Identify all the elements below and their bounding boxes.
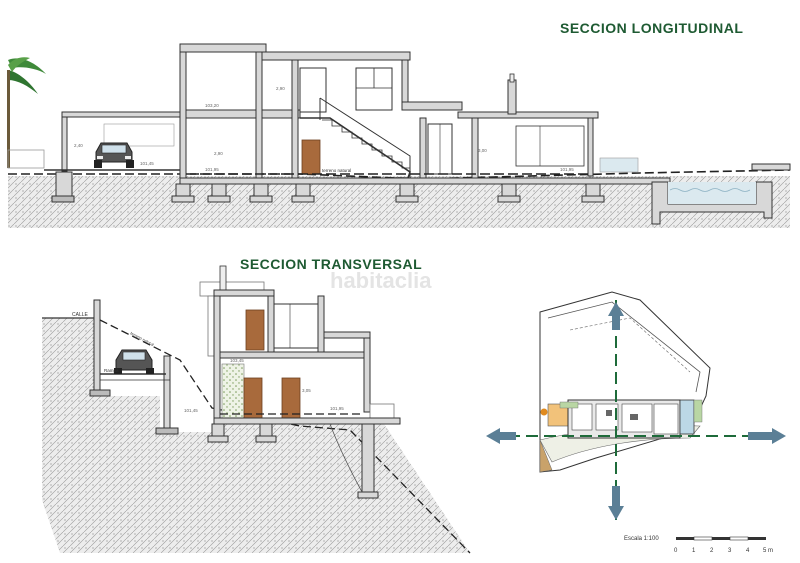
scale-tick: 4 <box>746 548 750 554</box>
longitudinal-section <box>7 43 791 228</box>
height-label: 2,90 <box>276 86 285 91</box>
site-plan <box>486 291 786 520</box>
tree-icon <box>540 408 548 416</box>
longitudinal-section-title: SECCION LONGITUDINAL <box>560 20 744 36</box>
pool <box>651 163 791 225</box>
scale-label: Escala 1:100 <box>624 536 659 542</box>
street-label: CALLE <box>72 312 89 318</box>
door-icon <box>301 139 321 175</box>
watermark-logo: habitaclia <box>330 268 432 293</box>
height-label: 3,00 <box>478 148 487 153</box>
ramp-label: Rampa <box>104 368 119 373</box>
scale-tick: 0 <box>674 548 678 554</box>
height-label: 2,40 <box>74 143 83 148</box>
level-label: 101,95 <box>560 167 574 172</box>
section-arrow-icon <box>748 428 786 444</box>
transversal-section <box>42 265 471 554</box>
terrain-label: terreno natural <box>322 168 351 173</box>
section-arrow-icon <box>608 302 624 330</box>
level-label: 101,45 <box>184 408 198 413</box>
terrain-label: terreno natural <box>130 330 155 347</box>
car-icon <box>94 142 134 168</box>
scale-tick: 3 <box>728 548 732 554</box>
scale-tick: 1 <box>692 548 696 554</box>
level-label: 101,95 <box>330 406 344 411</box>
pool-plan <box>679 399 695 435</box>
level-label: 101,95 <box>205 167 219 172</box>
scale-tick: 5 m <box>763 548 773 554</box>
car-icon <box>114 349 154 374</box>
palm-tree-icon <box>7 57 46 168</box>
height-label: 2,90 <box>214 151 223 156</box>
level-label: 103,45 <box>230 358 244 363</box>
level-label: 101,45 <box>140 161 154 166</box>
door-icon <box>245 309 265 351</box>
section-arrow-icon <box>608 486 624 520</box>
foundations <box>171 183 605 203</box>
section-arrow-icon <box>486 428 516 444</box>
natural-terrain-line <box>8 169 791 180</box>
height-label: 3,05 <box>302 388 311 393</box>
transversal-section-title: SECCION TRANSVERSAL <box>240 256 423 272</box>
scale-bar: Escala 1:100 0 1 2 3 4 5 m <box>624 536 773 554</box>
level-label: 103,20 <box>205 103 219 108</box>
scale-tick: 2 <box>710 548 714 554</box>
